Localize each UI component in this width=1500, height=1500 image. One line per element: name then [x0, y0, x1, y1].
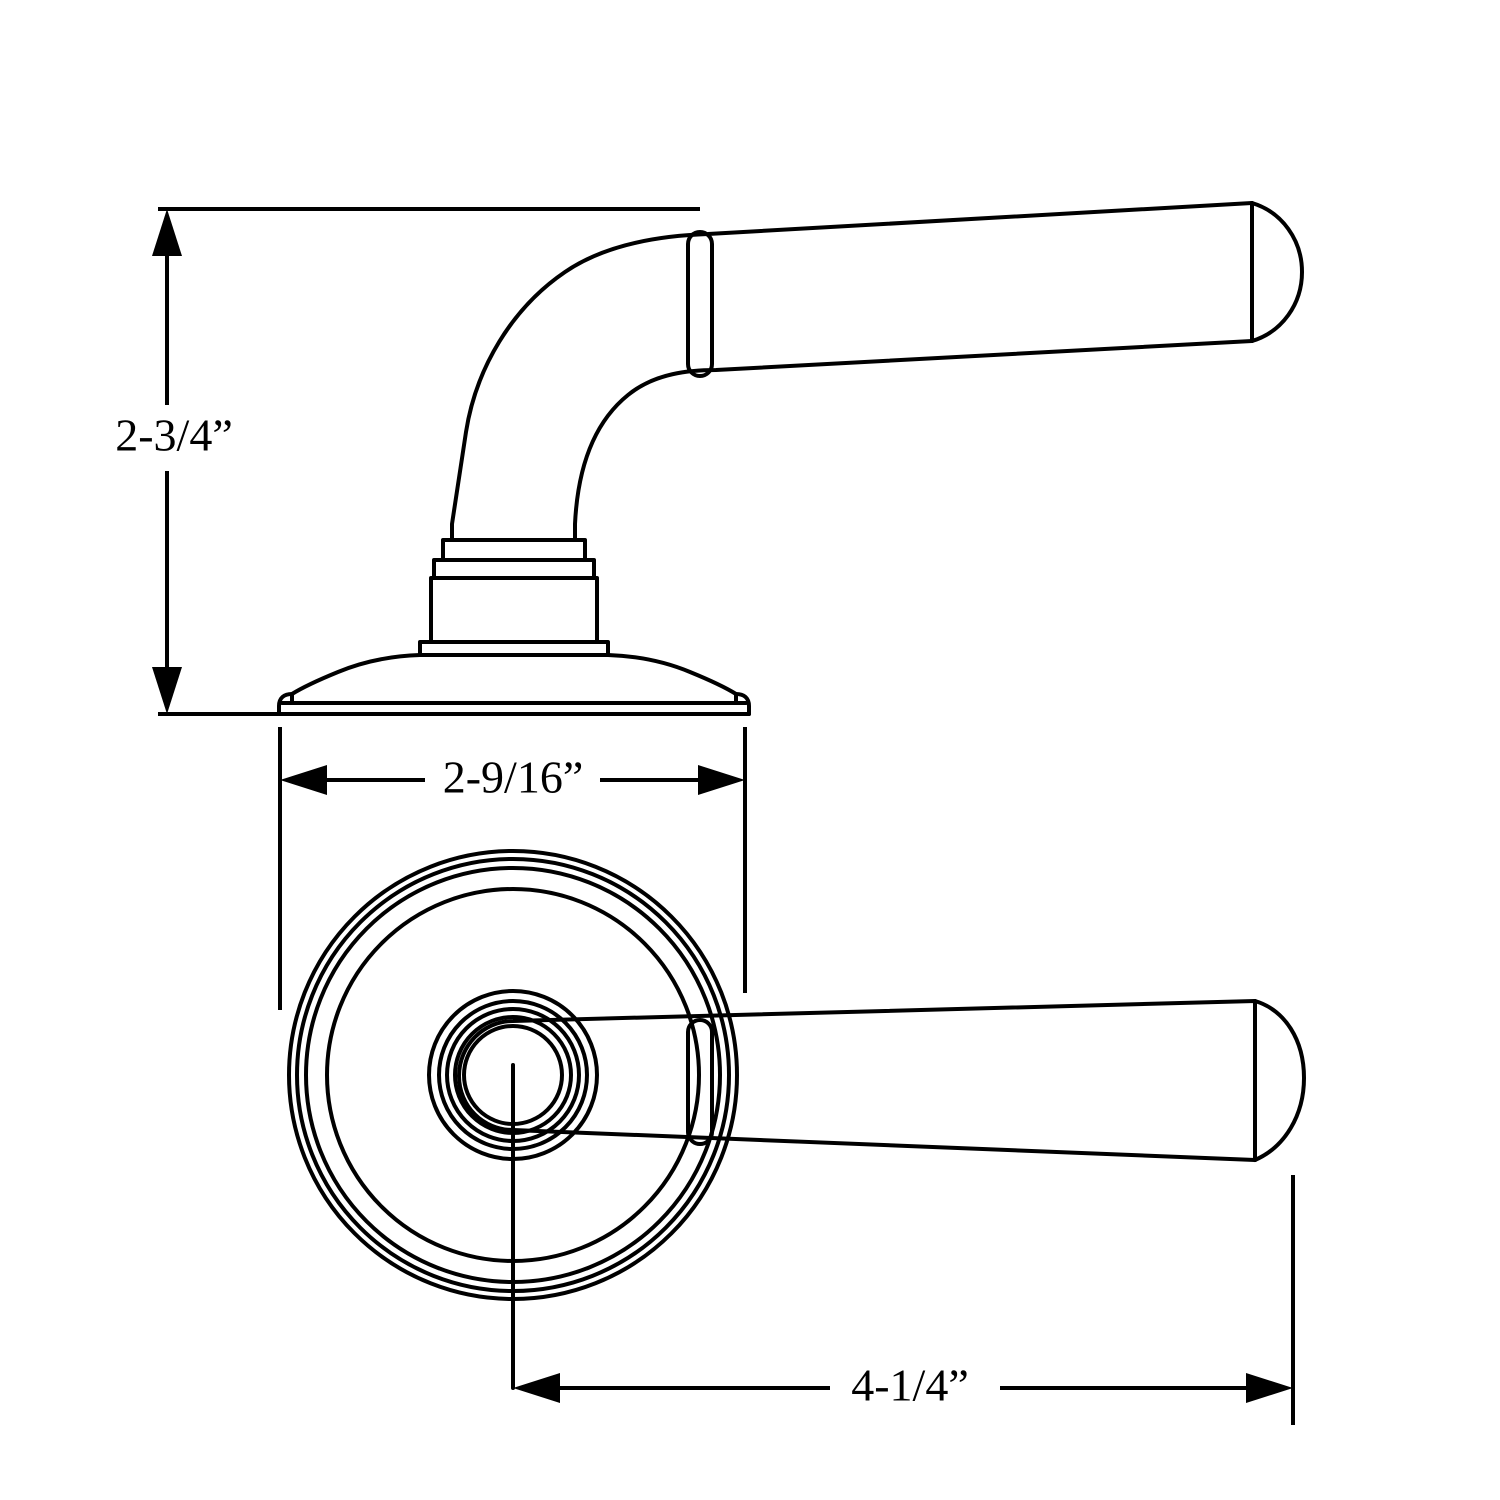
- rosette-arrowhead-left: [280, 765, 327, 795]
- neck-step-upper: [441, 538, 587, 562]
- lever-front-end-cap: [1253, 999, 1306, 1162]
- lever-dimension-label: 4-1/4”: [851, 1360, 969, 1411]
- rosette-side-dome-right: [606, 653, 738, 705]
- dimension-lever-4-1-4: [524, 1175, 1295, 1425]
- neck-body: [429, 576, 599, 644]
- lever-arm-outline: [450, 201, 1254, 542]
- lever-end-cap: [1250, 201, 1304, 343]
- lever-arrowhead-left: [513, 1373, 560, 1403]
- rosette-side-dome: [290, 653, 422, 705]
- lever-front-outline: [457, 999, 1257, 1162]
- rosette-dimension-label: 2-9/16”: [443, 752, 584, 803]
- lever-collar-ring: [686, 230, 714, 378]
- neck-base-flange: [418, 640, 610, 657]
- front-face-view: [287, 849, 1306, 1390]
- height-dimension-label: 2-3/4”: [115, 410, 233, 461]
- lever-front-collar-ring: [686, 1018, 714, 1146]
- height-arrowhead-bottom: [152, 667, 182, 714]
- neck-step-middle: [432, 558, 596, 580]
- lever-arrowhead-right: [1246, 1373, 1293, 1403]
- side-elevation-view: [277, 201, 1304, 716]
- height-arrowhead-top: [152, 209, 182, 256]
- rosette-arrowhead-right: [698, 765, 745, 795]
- height-label-backdrop: [92, 405, 292, 471]
